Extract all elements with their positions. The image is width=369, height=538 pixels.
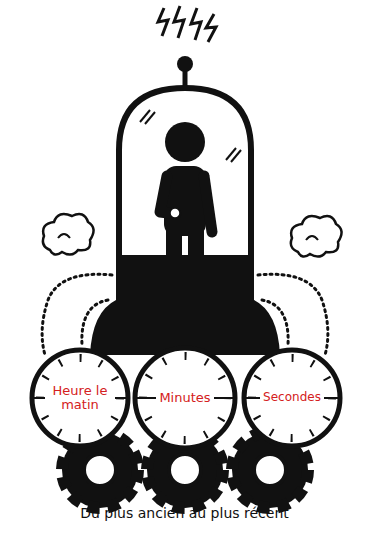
machine-base [90, 255, 280, 355]
caption: Du plus ancien au plus récent [0, 505, 369, 521]
antenna-ball [177, 56, 193, 72]
steam-cloud [291, 216, 342, 257]
clock-face: Secondes [241, 347, 343, 449]
steam-cloud [43, 214, 94, 255]
clock-label: Minutes [156, 390, 213, 406]
clock-label: Secondes [260, 390, 324, 405]
clock-label: Heure le matin [45, 383, 115, 414]
person-silhouette [160, 122, 212, 265]
wrist-watch [170, 208, 180, 218]
glass-shine [140, 110, 241, 162]
clock-face: Heure le matin [29, 347, 131, 449]
clock-face: Minutes [132, 345, 238, 451]
lightning-symbol [158, 6, 216, 42]
